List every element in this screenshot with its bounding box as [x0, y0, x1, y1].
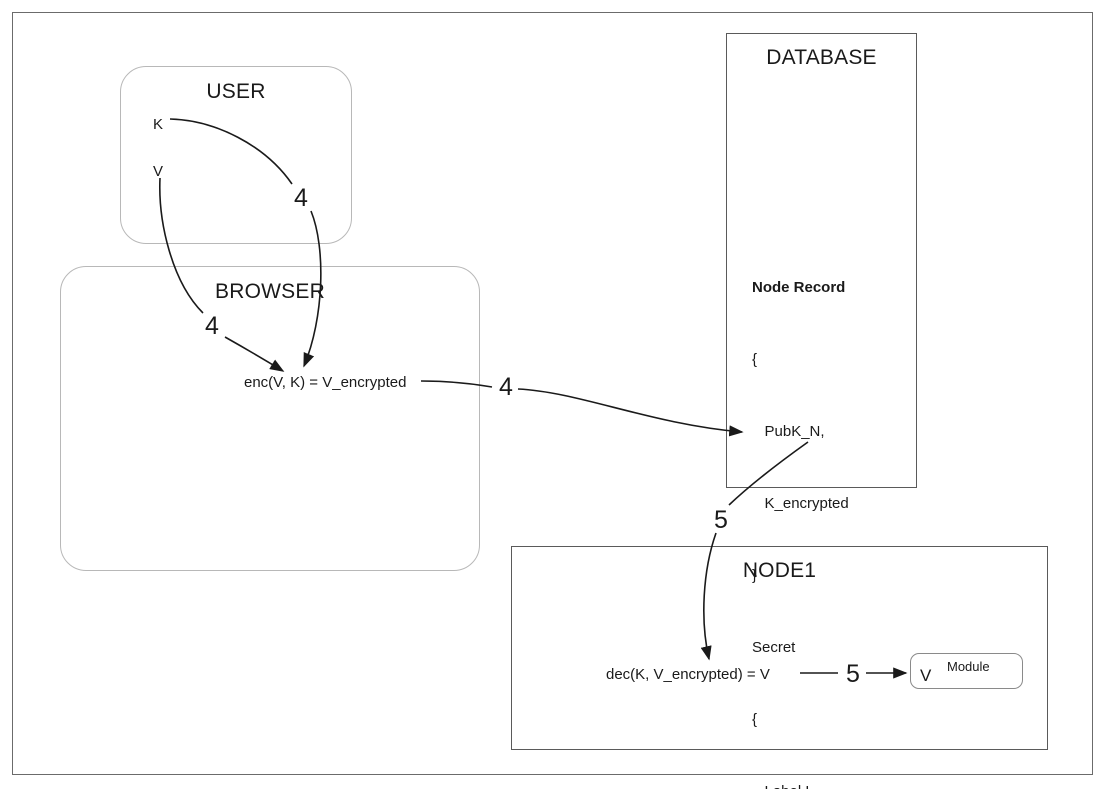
browser-box[interactable]: BROWSER [60, 266, 480, 571]
browser-box-title: BROWSER [215, 280, 325, 303]
user-key-label: K [153, 116, 164, 133]
user-box-title: USER [206, 80, 266, 103]
node-record-field-kenc: K_encrypted [752, 495, 849, 512]
node1-box[interactable]: NODE1 [511, 546, 1048, 750]
node1-box-title: NODE1 [742, 559, 817, 582]
connector-step5-to-dec [700, 532, 717, 661]
node-record-field-pubk: PubK_N, [752, 423, 825, 440]
secret-heading: Secret [752, 639, 796, 656]
connector-step4-to-database [517, 388, 744, 437]
step-number-browser-to-db: 4 [499, 373, 513, 401]
browser-encrypt-expression: enc(V, K) = V_encrypted [244, 374, 407, 391]
module-name-label: Module [947, 659, 990, 674]
connector-step4-to-enc-from-v [224, 336, 285, 372]
node-record-open-brace: { [752, 351, 758, 368]
connector-enc-to-step4-db [420, 380, 493, 388]
module-variable-label: V [920, 666, 932, 685]
step-number-k-to-enc: 4 [294, 184, 308, 212]
user-box[interactable]: USER [120, 66, 352, 244]
user-value-label: V [153, 163, 164, 180]
database-box-title: DATABASE [766, 46, 877, 69]
step-number-dec-to-module: 5 [846, 660, 860, 688]
connector-database-to-step5 [728, 441, 809, 506]
module-box[interactable]: V Module [910, 653, 1023, 689]
database-box[interactable]: DATABASE [726, 33, 917, 488]
connector-v-to-step4 [159, 177, 204, 314]
step-number-db-to-node: 5 [714, 506, 728, 534]
node1-decrypt-expression: dec(K, V_encrypted) = V [606, 666, 770, 683]
database-record-block: Node Record { PubK_N, K_encrypted } Secr… [752, 228, 849, 789]
secret-field-label: Label L, [752, 780, 849, 789]
step-number-v-to-enc: 4 [205, 312, 219, 340]
secret-open-brace: { [752, 711, 758, 728]
node-record-close-brace: } [752, 567, 758, 584]
node-record-heading: Node Record [752, 279, 846, 296]
connector-k-to-step4 [169, 118, 293, 185]
connector-step4-to-enc-from-k [303, 210, 322, 368]
